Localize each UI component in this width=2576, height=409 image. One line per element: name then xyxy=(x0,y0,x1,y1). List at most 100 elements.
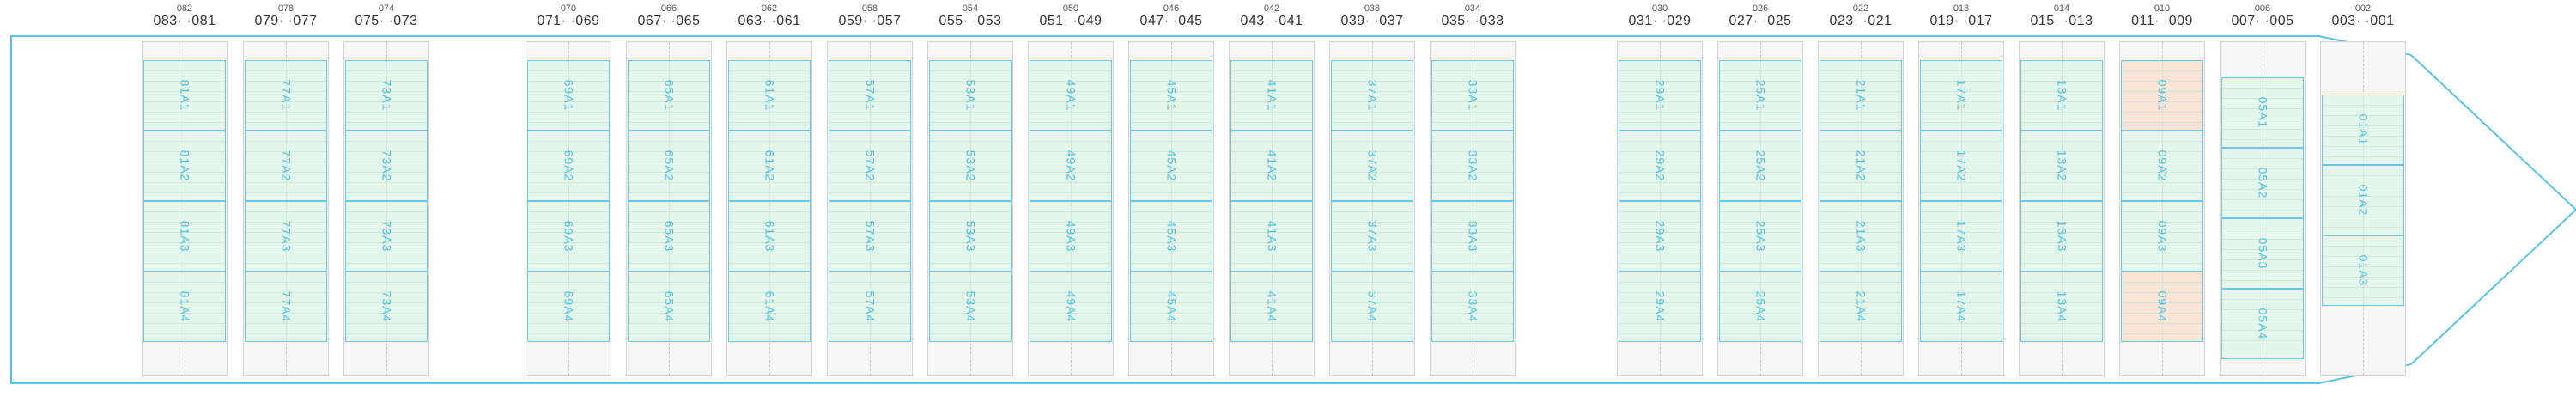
slot-label: 29A1 xyxy=(1652,79,1667,112)
slot-05A3[interactable]: 05A3 xyxy=(2221,218,2304,289)
slot-65A3[interactable]: 65A3 xyxy=(628,201,710,272)
bay-top-number: 018 xyxy=(1953,3,1970,14)
slot-01A1[interactable]: 01A1 xyxy=(2322,95,2404,165)
slot-label: 45A1 xyxy=(1163,79,1178,112)
slot-57A2[interactable]: 57A2 xyxy=(829,131,911,201)
slot-17A2[interactable]: 17A2 xyxy=(1920,131,2002,201)
slot-29A2[interactable]: 29A2 xyxy=(1619,131,1701,201)
slot-57A1[interactable]: 57A1 xyxy=(829,60,911,131)
slot-41A4[interactable]: 41A4 xyxy=(1230,272,1313,342)
slot-81A2[interactable]: 81A2 xyxy=(143,131,226,201)
slot-33A4[interactable]: 33A4 xyxy=(1431,272,1514,342)
slot-09A4[interactable]: 09A4 xyxy=(2121,272,2203,342)
slot-37A3[interactable]: 37A3 xyxy=(1331,201,1413,272)
slot-65A1[interactable]: 65A1 xyxy=(628,60,710,131)
slot-13A3[interactable]: 13A3 xyxy=(2020,201,2103,272)
slot-37A1[interactable]: 37A1 xyxy=(1331,60,1413,131)
slot-49A1[interactable]: 49A1 xyxy=(1030,60,1112,131)
slot-81A3[interactable]: 81A3 xyxy=(143,201,226,272)
slot-57A3[interactable]: 57A3 xyxy=(829,201,911,272)
slot-17A3[interactable]: 17A3 xyxy=(1920,201,2002,272)
slot-69A4[interactable]: 69A4 xyxy=(527,272,610,342)
slot-61A4[interactable]: 61A4 xyxy=(728,272,811,342)
slot-69A2[interactable]: 69A2 xyxy=(527,131,610,201)
slot-53A1[interactable]: 53A1 xyxy=(929,60,1012,131)
slot-41A1[interactable]: 41A1 xyxy=(1230,60,1313,131)
slot-divider xyxy=(970,202,971,271)
slot-77A4[interactable]: 77A4 xyxy=(245,272,327,342)
slot-45A2[interactable]: 45A2 xyxy=(1130,131,1212,201)
slot-65A4[interactable]: 65A4 xyxy=(628,272,710,342)
slot-53A4[interactable]: 53A4 xyxy=(929,272,1012,342)
slot-13A1[interactable]: 13A1 xyxy=(2020,60,2103,131)
slot-21A2[interactable]: 21A2 xyxy=(1820,131,1902,201)
slot-21A1[interactable]: 21A1 xyxy=(1820,60,1902,131)
slot-45A4[interactable]: 45A4 xyxy=(1130,272,1212,342)
slot-77A2[interactable]: 77A2 xyxy=(245,131,327,201)
slot-09A2[interactable]: 09A2 xyxy=(2121,131,2203,201)
slot-41A2[interactable]: 41A2 xyxy=(1230,131,1313,201)
slot-77A1[interactable]: 77A1 xyxy=(245,60,327,131)
slot-61A1[interactable]: 61A1 xyxy=(728,60,811,131)
slot-61A3[interactable]: 61A3 xyxy=(728,201,811,272)
slot-65A2[interactable]: 65A2 xyxy=(628,131,710,201)
slot-25A2[interactable]: 25A2 xyxy=(1719,131,1801,201)
slot-21A3[interactable]: 21A3 xyxy=(1820,201,1902,272)
slot-53A2[interactable]: 53A2 xyxy=(929,131,1012,201)
slot-05A4[interactable]: 05A4 xyxy=(2221,289,2304,359)
slot-17A4[interactable]: 17A4 xyxy=(1920,272,2002,342)
slot-13A2[interactable]: 13A2 xyxy=(2020,131,2103,201)
slot-33A2[interactable]: 33A2 xyxy=(1431,131,1514,201)
slot-01A3[interactable]: 01A3 xyxy=(2322,235,2404,306)
slot-05A1[interactable]: 05A1 xyxy=(2221,77,2304,148)
slot-divider xyxy=(286,202,287,271)
slot-label: 21A1 xyxy=(1853,79,1868,112)
slot-25A3[interactable]: 25A3 xyxy=(1719,201,1801,272)
slot-41A3[interactable]: 41A3 xyxy=(1230,201,1313,272)
slot-05A2[interactable]: 05A2 xyxy=(2221,148,2304,218)
slot-73A1[interactable]: 73A1 xyxy=(345,60,428,131)
slot-25A1[interactable]: 25A1 xyxy=(1719,60,1801,131)
slot-45A3[interactable]: 45A3 xyxy=(1130,201,1212,272)
slot-81A1[interactable]: 81A1 xyxy=(143,60,226,131)
slot-21A4[interactable]: 21A4 xyxy=(1820,272,1902,342)
slot-37A4[interactable]: 37A4 xyxy=(1331,272,1413,342)
slot-81A4[interactable]: 81A4 xyxy=(143,272,226,342)
slot-label: 69A4 xyxy=(561,290,575,323)
slot-73A3[interactable]: 73A3 xyxy=(345,201,428,272)
slot-29A4[interactable]: 29A4 xyxy=(1619,272,1701,342)
slot-divider xyxy=(386,61,387,130)
slot-09A1[interactable]: 09A1 xyxy=(2121,60,2203,131)
slot-45A1[interactable]: 45A1 xyxy=(1130,60,1212,131)
bay-top-number: 022 xyxy=(1852,3,1869,14)
slot-label: 57A3 xyxy=(862,220,877,253)
slot-25A4[interactable]: 25A4 xyxy=(1719,272,1801,342)
slot-33A1[interactable]: 33A1 xyxy=(1431,60,1514,131)
slot-57A4[interactable]: 57A4 xyxy=(829,272,911,342)
slot-divider xyxy=(1660,202,1661,271)
slot-73A2[interactable]: 73A2 xyxy=(345,131,428,201)
slot-17A1[interactable]: 17A1 xyxy=(1920,60,2002,131)
slot-13A4[interactable]: 13A4 xyxy=(2020,272,2103,342)
slot-73A4[interactable]: 73A4 xyxy=(345,272,428,342)
slot-33A3[interactable]: 33A3 xyxy=(1431,201,1514,272)
slot-29A3[interactable]: 29A3 xyxy=(1619,201,1701,272)
slot-49A4[interactable]: 49A4 xyxy=(1030,272,1112,342)
slot-77A3[interactable]: 77A3 xyxy=(245,201,327,272)
slot-49A3[interactable]: 49A3 xyxy=(1030,201,1112,272)
slot-37A2[interactable]: 37A2 xyxy=(1331,131,1413,201)
slot-divider xyxy=(1372,131,1373,200)
slot-divider xyxy=(568,61,569,130)
slot-label: 09A3 xyxy=(2154,220,2169,253)
slot-53A3[interactable]: 53A3 xyxy=(929,201,1012,272)
slot-01A2[interactable]: 01A2 xyxy=(2322,165,2404,235)
slot-divider xyxy=(568,202,569,271)
slot-69A1[interactable]: 69A1 xyxy=(527,60,610,131)
slot-09A3[interactable]: 09A3 xyxy=(2121,201,2203,272)
slot-49A2[interactable]: 49A2 xyxy=(1030,131,1112,201)
slot-61A2[interactable]: 61A2 xyxy=(728,131,811,201)
slot-69A3[interactable]: 69A3 xyxy=(527,201,610,272)
slot-29A1[interactable]: 29A1 xyxy=(1619,60,1701,131)
